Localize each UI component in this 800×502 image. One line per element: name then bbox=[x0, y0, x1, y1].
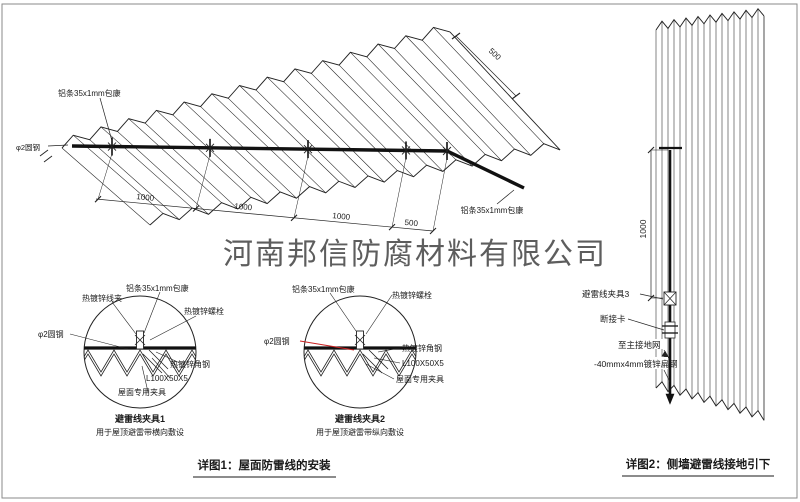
d2-bolt-label: 热镀锌螺栓 bbox=[392, 290, 432, 300]
roof-dim-500: 500 bbox=[404, 218, 419, 228]
d2-rod-label: φ2圆钢 bbox=[264, 336, 290, 346]
wall-disconnect-label: 断接卡 bbox=[600, 314, 626, 324]
d1-roof-clamp-label: 屋面专用夹具 bbox=[118, 387, 166, 397]
d2-angle-steel-label: 热镀锌角钢 bbox=[402, 343, 442, 353]
roof-dim-500-edge: 500 bbox=[487, 46, 503, 62]
wall-flat-steel-label: -40mmx4mm镀锌扁钢 bbox=[594, 359, 678, 369]
detail-circle-2 bbox=[299, 292, 417, 409]
caption-detail1: 详图1：屋面防雷线的安装 bbox=[198, 458, 331, 472]
d2-roof-clamp-label: 屋面专用夹具 bbox=[396, 374, 444, 384]
d1-wire-clip-label: 热镀锌线夹 bbox=[82, 293, 122, 303]
detail-circle-1 bbox=[69, 291, 197, 409]
roof-dimension-lines bbox=[94, 32, 521, 235]
wall-dim-1000: 1000 bbox=[638, 219, 648, 238]
d1-alu-strip-label: 铝条35x1mm包康 bbox=[126, 283, 189, 293]
wall-to-ground-label: 至主接地网 bbox=[618, 340, 661, 350]
d2-title: 避雷线夹具2 bbox=[335, 413, 385, 424]
wall-clamp3-label: 避雷线夹具3 bbox=[582, 289, 630, 299]
roof-rod-label: φ2圆钢 bbox=[16, 142, 40, 152]
d2-alu-strip-label: 铝条35x1mm包康 bbox=[292, 284, 355, 294]
side-wall-view bbox=[627, 7, 765, 421]
label-background bbox=[616, 339, 666, 349]
roof-alu-strip-label-top: 铝条35x1mm包康 bbox=[58, 88, 121, 98]
d1-angle-size-label: L100X50X5 bbox=[146, 374, 188, 383]
d1-subtitle: 用于屋顶避雷带横向敷设 bbox=[96, 427, 184, 437]
d1-rod-label: φ2圆钢 bbox=[38, 329, 64, 339]
roof-dim-1000-1: 1000 bbox=[136, 192, 155, 203]
d2-angle-size-label: L100X50X5 bbox=[402, 359, 444, 368]
drawing-frame bbox=[1, 3, 798, 499]
roof-dim-1000-2: 1000 bbox=[234, 202, 253, 213]
roof-isometric-view bbox=[61, 26, 561, 226]
d1-title: 避雷线夹具1 bbox=[115, 413, 165, 424]
roof-alu-strip-label-right: 铝条35x1mm包康 bbox=[461, 205, 524, 215]
label-background bbox=[592, 357, 668, 369]
d1-bolt-label: 热镀锌螺栓 bbox=[184, 306, 224, 316]
company-watermark: 河南邦信防腐材料有限公司 bbox=[223, 238, 607, 271]
roof-dim-1000-3: 1000 bbox=[332, 211, 351, 222]
d2-subtitle: 用于屋顶避雷带纵向敷设 bbox=[316, 427, 404, 437]
caption-detail2: 详图2：侧墙避雷线接地引下 bbox=[626, 457, 771, 471]
d1-angle-steel-label: 热镀锌角钢 bbox=[170, 359, 210, 369]
roof-lightning-wire bbox=[39, 97, 525, 205]
